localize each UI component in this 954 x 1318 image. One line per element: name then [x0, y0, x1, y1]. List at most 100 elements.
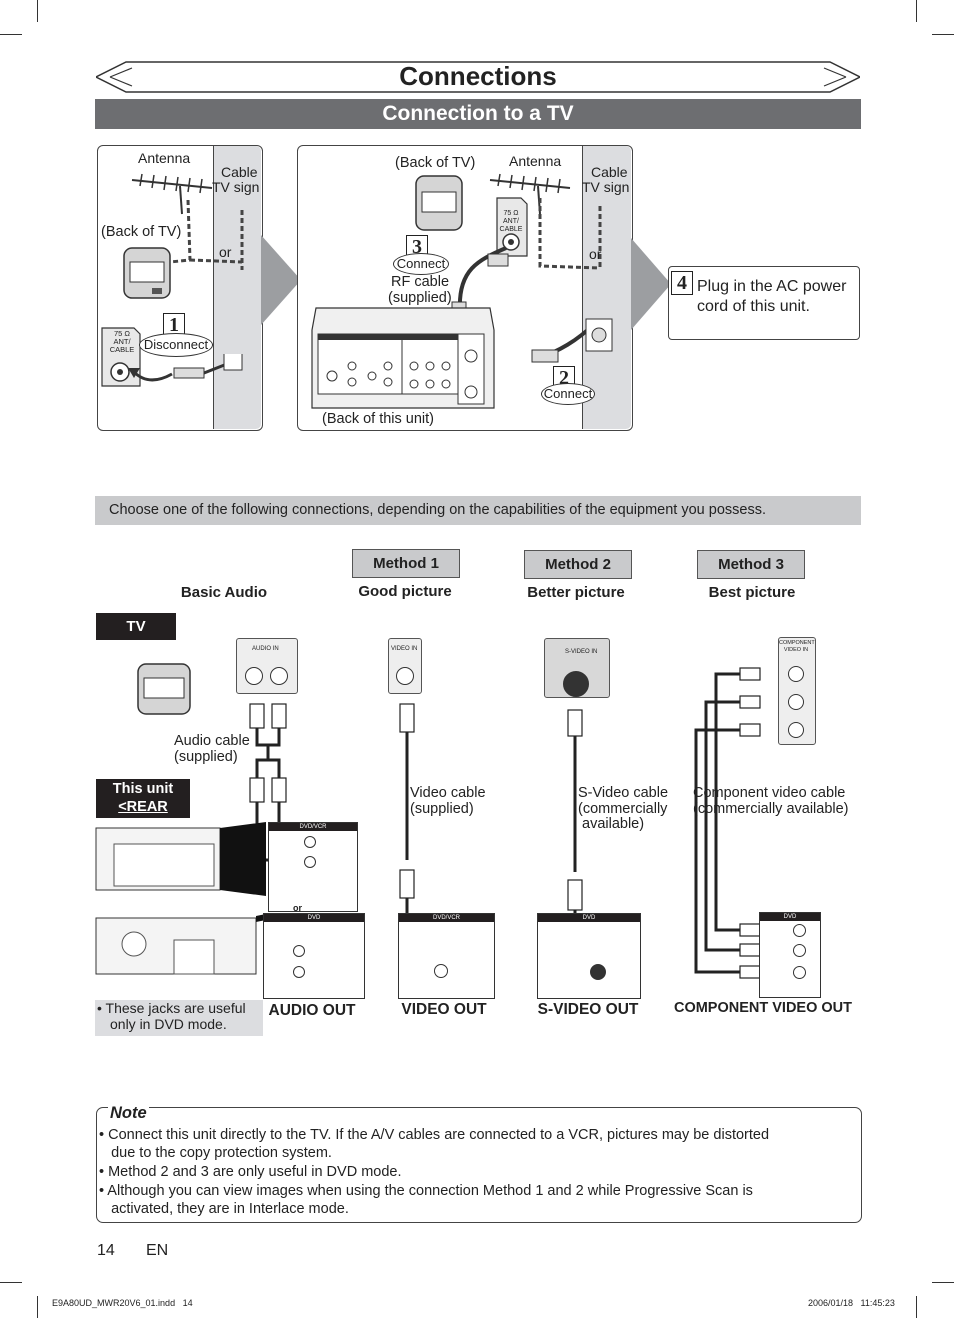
- flow-arrow-icon: [261, 235, 301, 325]
- antenna-label: Antenna: [509, 153, 562, 169]
- dvd-audio-panel: [263, 913, 365, 999]
- dvdvcr-panel-header: DVD/VCR: [269, 823, 357, 831]
- method-3-label: Method 3: [697, 550, 805, 579]
- note-line: • Connect this unit directly to the TV. …: [99, 1127, 770, 1143]
- rf-cable-label: (supplied): [388, 290, 452, 306]
- note-line: • Method 2 and 3 are only useful in DVD …: [99, 1164, 402, 1180]
- antenna-cable-line: [169, 200, 244, 270]
- tv-back-icon: [137, 663, 191, 715]
- crop-mark: [37, 0, 38, 22]
- crop-mark: [37, 1296, 38, 1318]
- audio-out-l-jack-icon: [304, 836, 316, 848]
- step4-panel: [668, 266, 860, 340]
- audio-in-jack: [236, 638, 298, 694]
- dvd-panel-header: DVD: [760, 913, 820, 921]
- ant-cable-jack-icon: [496, 197, 528, 257]
- or-label: or: [293, 903, 302, 913]
- antenna-icon: [489, 173, 571, 215]
- unit-back-panel: [311, 307, 495, 409]
- footer-file: E9A80UD_MWR20V6_01.indd 14: [52, 1298, 193, 1308]
- svideo-cable-label: available): [582, 816, 645, 832]
- page-language: EN: [146, 1242, 169, 1259]
- audio-l-jack-icon: [270, 667, 288, 685]
- tv-tag: TV: [96, 613, 176, 640]
- jacks-note-line: only in DVD mode.: [110, 1016, 227, 1032]
- svideo-out-jack-icon: [590, 964, 606, 980]
- note-box: [96, 1107, 862, 1223]
- cable-label: Cable: [221, 164, 258, 180]
- page-number: 14: [97, 1242, 115, 1259]
- dvd-panel-header: DVD: [264, 914, 364, 922]
- this-unit-label: This unit: [112, 781, 174, 797]
- component-y-jack-icon: [788, 666, 804, 682]
- connect-callout: Connect: [541, 383, 595, 405]
- video-cable-label: Video cable: [410, 785, 486, 801]
- step4-text: Plug in the AC power: [697, 278, 847, 295]
- jacks-note: • These jacks are useful only in DVD mod…: [95, 1000, 263, 1036]
- plug-arrow-icon: [128, 354, 243, 382]
- audio-cable-label: Audio cable: [174, 733, 250, 749]
- page-title: Connections: [399, 61, 557, 91]
- crop-mark: [0, 1282, 22, 1283]
- component-pr-jack-icon: [788, 722, 804, 738]
- component-in-label: COMPONENT: [779, 640, 815, 646]
- dvdvcr-panel-header: DVD/VCR: [399, 914, 494, 922]
- cable-label: TV signal: [582, 179, 630, 195]
- wall-strip: [582, 146, 631, 429]
- method-3-quality: Best picture: [708, 584, 796, 601]
- jack-label: 75 Ω ANT/ CABLE: [109, 329, 135, 354]
- svideo-cable-label: (commercially: [578, 801, 668, 817]
- method-2-label: Method 2: [524, 550, 632, 579]
- method-1-label: Method 1: [352, 549, 460, 578]
- wall-strip: [213, 146, 261, 429]
- instruction-bar: Choose one of the following connections,…: [95, 496, 861, 525]
- back-of-unit-label: (Back of this unit): [322, 411, 435, 427]
- audio-out-r-jack-icon: [304, 856, 316, 868]
- back-of-tv-label: (Back of TV): [101, 224, 182, 240]
- component-out-label: COMPONENT VIDEO OUT: [673, 1000, 853, 1016]
- antenna-cable-line: [538, 198, 602, 270]
- flow-arrow-icon: [631, 238, 671, 330]
- dvd-audio-r-jack-icon: [293, 966, 305, 978]
- crop-mark: [916, 0, 917, 22]
- svideo-in-jack: [544, 638, 610, 698]
- wall-outlet-icon: [585, 318, 613, 352]
- basic-audio-heading: Basic Audio: [180, 584, 268, 601]
- dvd-svideo-panel: [537, 913, 641, 999]
- note-line: • Although you can view images when usin…: [99, 1183, 753, 1199]
- component-out-pb-jack-icon: [793, 944, 806, 957]
- component-cable-label: (commercially available): [693, 801, 849, 817]
- rf-cable-label: RF cable: [391, 274, 450, 290]
- dvd-audio-l-jack-icon: [293, 945, 305, 957]
- crop-mark: [932, 34, 954, 35]
- component-out-y-jack-icon: [793, 924, 806, 937]
- unit-rear-illustration: [95, 822, 266, 975]
- note-title: Note: [108, 1104, 149, 1123]
- audio-out-label: AUDIO OUT: [268, 1002, 356, 1019]
- tv-back-icon: [415, 175, 463, 231]
- component-in-label: VIDEO IN: [783, 647, 809, 653]
- jack-label: 75 Ω ANT/ CABLE: [499, 210, 523, 233]
- jacks-note-line: • These jacks are useful: [97, 1000, 246, 1016]
- video-out-label: VIDEO OUT: [401, 1001, 487, 1018]
- cable-label: Cable: [591, 164, 628, 180]
- step-number: 4: [671, 271, 693, 295]
- method-1-quality: Good picture: [358, 583, 452, 600]
- tv-back-icon: [123, 247, 171, 299]
- video-cable-label: (supplied): [410, 801, 474, 817]
- note-line: activated, they are in Interlace mode.: [99, 1201, 349, 1217]
- antenna-label: Antenna: [138, 150, 191, 166]
- svideo-in-label: S-VIDEO IN: [565, 649, 598, 655]
- video-jack-icon: [396, 667, 414, 685]
- component-pb-jack-icon: [788, 694, 804, 710]
- method-2-quality: Better picture: [527, 584, 625, 601]
- antenna-icon: [131, 173, 213, 215]
- crop-mark: [0, 34, 22, 35]
- disconnect-callout: Disconnect: [139, 333, 213, 357]
- svideo-out-label: S-VIDEO OUT: [537, 1001, 639, 1018]
- or-label: or: [219, 244, 232, 260]
- component-cable-label: Component video cable: [693, 785, 846, 801]
- svideo-cable-label: S-Video cable: [578, 785, 669, 801]
- video-out-jack-icon: [434, 964, 448, 978]
- dvd-component-panel: [759, 912, 821, 998]
